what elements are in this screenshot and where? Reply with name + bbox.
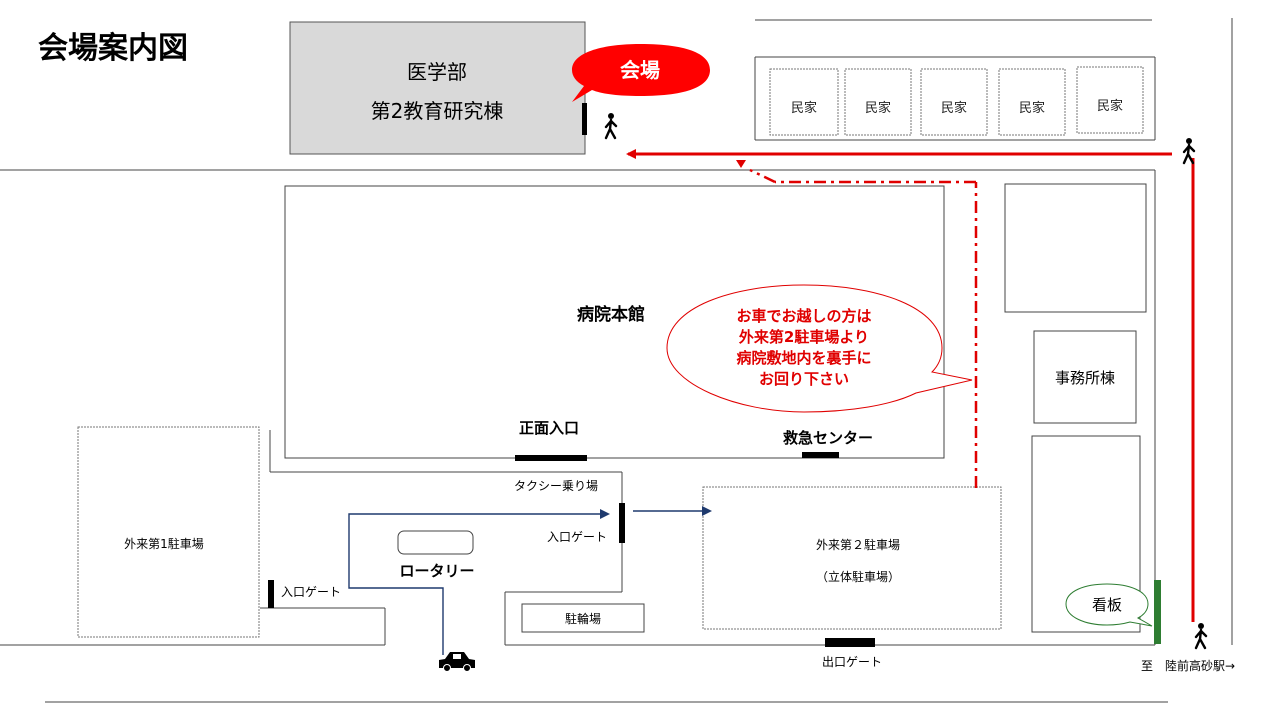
parking-lot-1 xyxy=(77,426,260,638)
main-entrance-label: 正面入口 xyxy=(519,419,579,437)
emergency-entrance-marker xyxy=(802,452,839,458)
station-direction-label: 至 陸前高砂駅→ xyxy=(1141,658,1235,673)
medical-building xyxy=(289,21,586,155)
parking-lot-1-label: 外来第1駐車場 xyxy=(124,536,204,551)
medical-building-label-2: 第2教育研究棟 xyxy=(371,99,504,123)
main-hospital-label: 病院本館 xyxy=(577,304,645,325)
car-back-route xyxy=(749,168,978,488)
medical-building-label-1: 医学部 xyxy=(407,60,467,84)
map-title: 会場案内図 xyxy=(38,31,188,66)
car-icon xyxy=(439,652,475,672)
office-building xyxy=(1033,330,1137,424)
signboard-marker xyxy=(1154,580,1161,644)
house-label: 民家 xyxy=(941,100,967,116)
entry-gate-label: 入口ゲート xyxy=(547,530,607,544)
parking-lot-2 xyxy=(702,486,1002,630)
exit-gate-label: 出口ゲート xyxy=(822,655,882,669)
parking-lot-2-label-2: （立体駐車場） xyxy=(816,569,900,584)
car-guidance-line-2: 外来第2駐車場より xyxy=(738,328,869,346)
car-back-route-arrowhead xyxy=(736,160,746,168)
emergency-center-label: 救急センター xyxy=(783,429,873,447)
parking-1-entry-gate-label: 入口ゲート xyxy=(281,585,341,599)
office-building-label: 事務所棟 xyxy=(1055,369,1115,387)
parking-lot-2-label-1: 外来第２駐車場 xyxy=(816,537,900,552)
signboard-callout: 看板 xyxy=(1065,583,1153,627)
medical-building-door xyxy=(582,103,587,135)
right-building-top xyxy=(1004,183,1147,313)
walker-icon xyxy=(604,111,618,140)
car-route xyxy=(348,506,712,655)
houses xyxy=(769,66,1144,136)
bicycle-parking xyxy=(521,603,645,633)
house-label: 民家 xyxy=(791,100,817,116)
main-entrance-marker xyxy=(515,455,587,461)
house-label: 民家 xyxy=(1019,100,1045,116)
signboard-label: 看板 xyxy=(1092,596,1122,614)
walker-icon xyxy=(1194,621,1208,650)
car-guidance-line-1: お車でお越しの方は xyxy=(736,307,871,325)
rotary-island xyxy=(397,530,474,555)
entry-gate-marker xyxy=(619,503,625,543)
bicycle-parking-label: 駐輪場 xyxy=(565,611,601,626)
car-guidance-line-3: 病院敷地内を裏手に xyxy=(736,349,871,367)
rotary-label: ロータリー xyxy=(399,562,474,580)
house-label: 民家 xyxy=(1097,98,1123,114)
exit-gate-marker xyxy=(825,638,875,647)
venue-callout-text: 会場 xyxy=(620,58,660,82)
taxi-stand-label: タクシー乗り場 xyxy=(514,479,598,493)
car-guidance-line-4: お回り下さい xyxy=(759,370,849,388)
road-lines xyxy=(0,18,1233,703)
venue-callout: 会場 xyxy=(572,44,710,102)
walking-route xyxy=(626,149,1195,622)
parking-1-gate-marker xyxy=(268,580,274,608)
car-guidance-callout: お車でお越しの方は 外来第2駐車場より 病院敷地内を裏手に お回り下さい xyxy=(666,284,973,413)
house-label: 民家 xyxy=(865,100,891,116)
